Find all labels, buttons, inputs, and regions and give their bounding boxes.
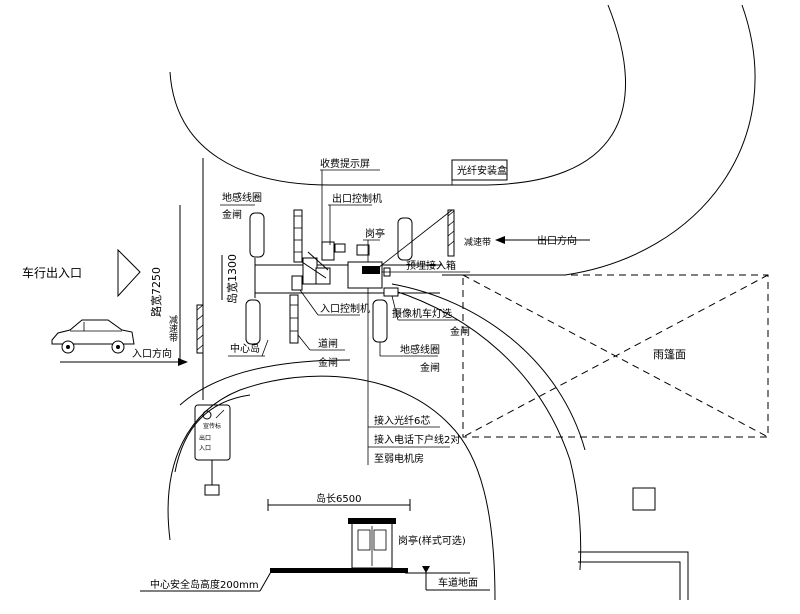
speed-bump-right-label: 减速带 xyxy=(464,236,491,248)
camera-box xyxy=(383,287,399,297)
ground-coil-bottom-label: 地感线圈 xyxy=(400,343,440,356)
ground-coil-top-right xyxy=(397,217,413,261)
gate-right-label: 金闸 xyxy=(450,325,470,338)
fiber-in-label: 接入光纤6芯 xyxy=(374,414,430,427)
speed-bump-left xyxy=(196,304,204,354)
ground-coil-bottom-right xyxy=(372,299,388,343)
cable-conduit-label: 预埋接入箱 xyxy=(406,259,456,272)
entry-direction-arrow: 入口方向 xyxy=(60,347,188,366)
building-corner xyxy=(578,487,689,600)
island-length-label: 岛长6500 xyxy=(316,492,361,505)
fee-display-box xyxy=(321,241,335,261)
annotations: 收费提示屏 光纤安装盒 地感线圈 金闸 出口控制机 岗亭 预埋接入箱 入口控制机… xyxy=(220,157,508,465)
booth-note-label: 岗亭(样式可选) xyxy=(398,534,466,547)
exit-direction-arrow: 出口方向 xyxy=(495,234,590,247)
car-icon xyxy=(51,319,135,354)
entrance-arrow: 车行出入口 xyxy=(22,248,141,298)
barrier-gate-top xyxy=(293,209,303,263)
sign-text-1: 宣传标 xyxy=(203,422,221,430)
barrier-gate-bottom xyxy=(289,294,299,344)
entry-direction-label: 入口方向 xyxy=(132,347,172,360)
exit-direction-label: 出口方向 xyxy=(537,234,577,247)
ground-coil-top-left xyxy=(249,212,265,258)
center-island-label: 中心岛 xyxy=(230,342,260,355)
entry-controller-label: 入口控制机 xyxy=(320,302,370,315)
canopy-area: 雨篷面 xyxy=(462,274,769,438)
power-in-label: 接入电话下户线2对 xyxy=(374,433,460,446)
fee-display-label: 收费提示屏 xyxy=(320,157,370,170)
island-height-label: 中心安全岛高度200mm xyxy=(150,578,259,591)
ground-level-label: 车道地面 xyxy=(438,576,478,589)
speed-bump-left-label: 减速带 xyxy=(167,314,178,343)
gate-mid-label: 道闸 xyxy=(318,337,338,350)
info-sign: 宣传标 出口 入口 xyxy=(194,404,231,496)
to-power-room-label: 至弱电机房 xyxy=(374,452,424,465)
gate-top-label: 金闸 xyxy=(222,208,242,221)
booth-label: 岗亭 xyxy=(365,227,385,240)
toll-island xyxy=(245,209,442,345)
toll-booth xyxy=(347,261,383,289)
safety-island-slab xyxy=(270,568,408,573)
island-length-dimension: 岛长6500 xyxy=(267,492,411,511)
road-width-label: 路宽7250 xyxy=(149,267,163,317)
island-width-label: 岛宽1300 xyxy=(225,254,239,304)
gate-bottom-right-label: 金闸 xyxy=(420,361,440,374)
camera-label: 摄像机车灯选 xyxy=(392,307,452,320)
sign-text-2: 出口 xyxy=(199,434,211,442)
fiber-box-label: 光纤安装盒 xyxy=(457,164,507,177)
exit-controller-label: 出口控制机 xyxy=(332,192,382,205)
road-outlines xyxy=(167,4,756,601)
booth-screen xyxy=(362,266,380,274)
ground-coil-top-label: 地感线圈 xyxy=(222,191,262,204)
booth-elevation: 岗亭(样式可选) 中心安全岛高度200mm 车道地面 xyxy=(140,518,490,592)
gate-mid2-label: 金闸 xyxy=(318,356,338,369)
ground-coil-bottom-left xyxy=(245,299,261,345)
entry-controller xyxy=(291,275,303,291)
speed-bump-right xyxy=(447,209,455,257)
entrance-exit-label: 车行出入口 xyxy=(22,265,82,280)
sign-text-3: 入口 xyxy=(199,445,211,452)
canopy-label: 雨篷面 xyxy=(653,347,686,361)
